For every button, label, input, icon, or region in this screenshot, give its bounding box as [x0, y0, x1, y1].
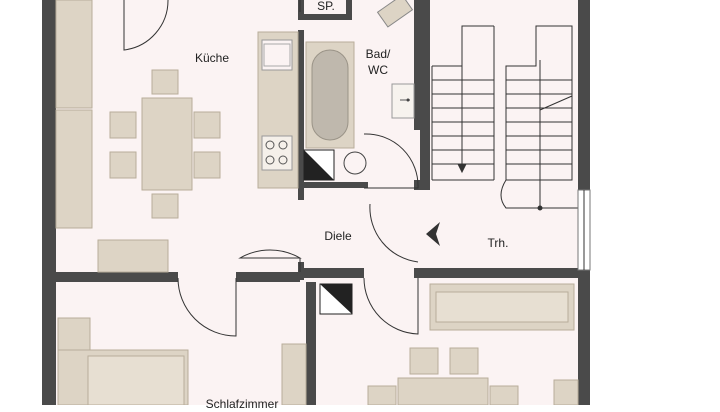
doors — [123, 0, 419, 337]
bathtub — [305, 41, 355, 149]
walls — [42, 0, 590, 405]
room-label-sp: SP. — [317, 0, 335, 13]
shaft-icon — [303, 149, 353, 315]
room-label-kueche: Küche — [194, 51, 230, 65]
sink — [391, 83, 415, 119]
room-label-diele: Diele — [324, 229, 352, 243]
room-label-schlafzimmer: Schlafzimmer — [205, 397, 279, 411]
sofa — [429, 283, 575, 331]
kitchen-counter — [257, 31, 299, 189]
room-label-wc-line: WC — [368, 63, 388, 77]
bedroom-furniture — [57, 317, 307, 405]
dining-set — [367, 347, 579, 405]
room-label-treppenhaus: Trh. — [487, 236, 509, 250]
sideboard — [97, 239, 169, 273]
room-label-bad-wc: Bad/ WC — [358, 46, 398, 78]
sp-cabinet — [376, 0, 414, 28]
room-label-bad-line: Bad/ — [365, 47, 391, 61]
toilet — [343, 151, 367, 175]
kitchen-table — [109, 69, 221, 219]
staircase — [431, 25, 591, 271]
arrow-left-icon — [426, 222, 440, 246]
left-cabinets — [55, 0, 93, 229]
